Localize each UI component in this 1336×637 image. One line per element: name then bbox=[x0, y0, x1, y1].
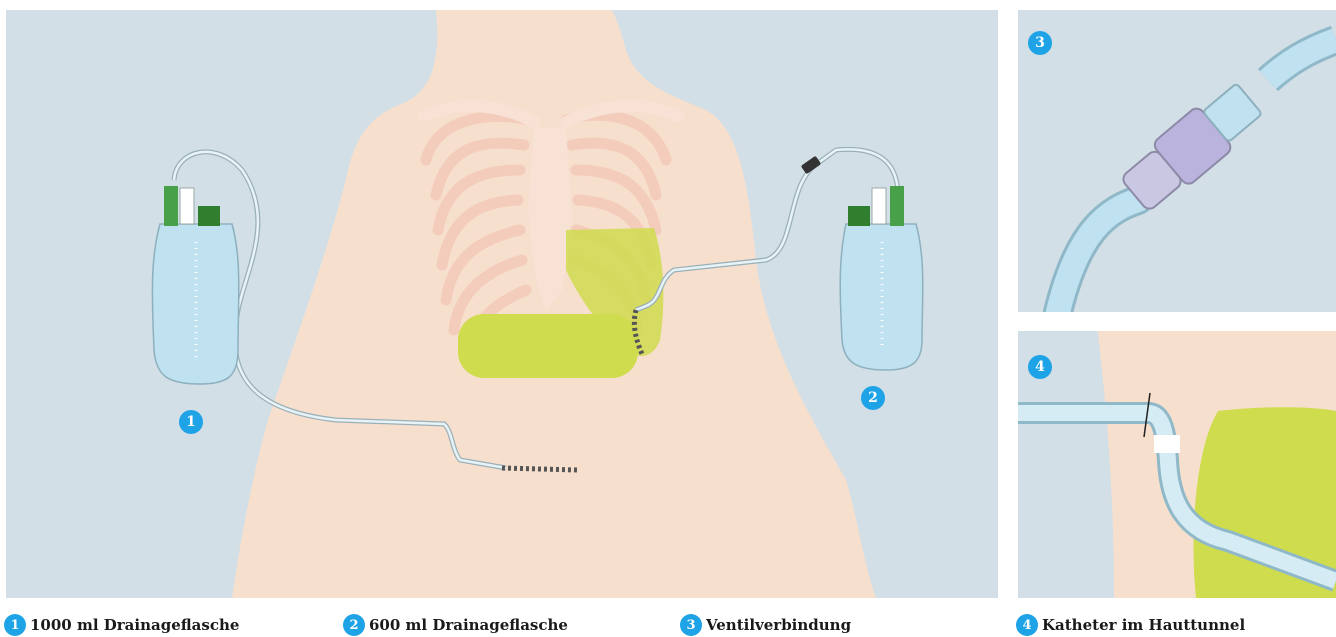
caption-3: 3 Ventilverbindung bbox=[680, 614, 851, 636]
torso-drainage-diagram bbox=[6, 10, 998, 598]
badge-1: 1 bbox=[179, 410, 203, 434]
caption-2: 2 600 ml Drainageflasche bbox=[343, 614, 568, 636]
caption-badge-4: 4 bbox=[1016, 614, 1038, 636]
detail-valve-connection: 3 bbox=[1018, 10, 1336, 312]
caption-label-1: 1000 ml Drainageflasche bbox=[30, 616, 239, 634]
catheter-detail bbox=[1018, 331, 1336, 598]
badge-2: 2 bbox=[861, 386, 885, 410]
caption-1: 1 1000 ml Drainageflasche bbox=[4, 614, 239, 636]
caption-4: 4 Katheter im Hauttunnel bbox=[1016, 614, 1245, 636]
detail-catheter-tunnel: 4 bbox=[1018, 331, 1336, 598]
caption-label-3: Ventilverbindung bbox=[706, 616, 851, 634]
badge-4: 4 bbox=[1028, 355, 1052, 379]
caption-badge-2: 2 bbox=[343, 614, 365, 636]
caption-badge-1: 1 bbox=[4, 614, 26, 636]
drainage-bottle-2 bbox=[840, 186, 923, 370]
caption-badge-3: 3 bbox=[680, 614, 702, 636]
badge-3: 3 bbox=[1028, 31, 1052, 55]
caption-label-2: 600 ml Drainageflasche bbox=[369, 616, 568, 634]
drainage-bottle-1 bbox=[152, 186, 238, 384]
caption-label-4: Katheter im Hauttunnel bbox=[1042, 616, 1245, 634]
torso bbox=[232, 10, 876, 598]
valve-detail bbox=[1018, 10, 1336, 312]
ascites-area bbox=[458, 314, 638, 378]
main-illustration: 1 2 bbox=[6, 10, 998, 598]
